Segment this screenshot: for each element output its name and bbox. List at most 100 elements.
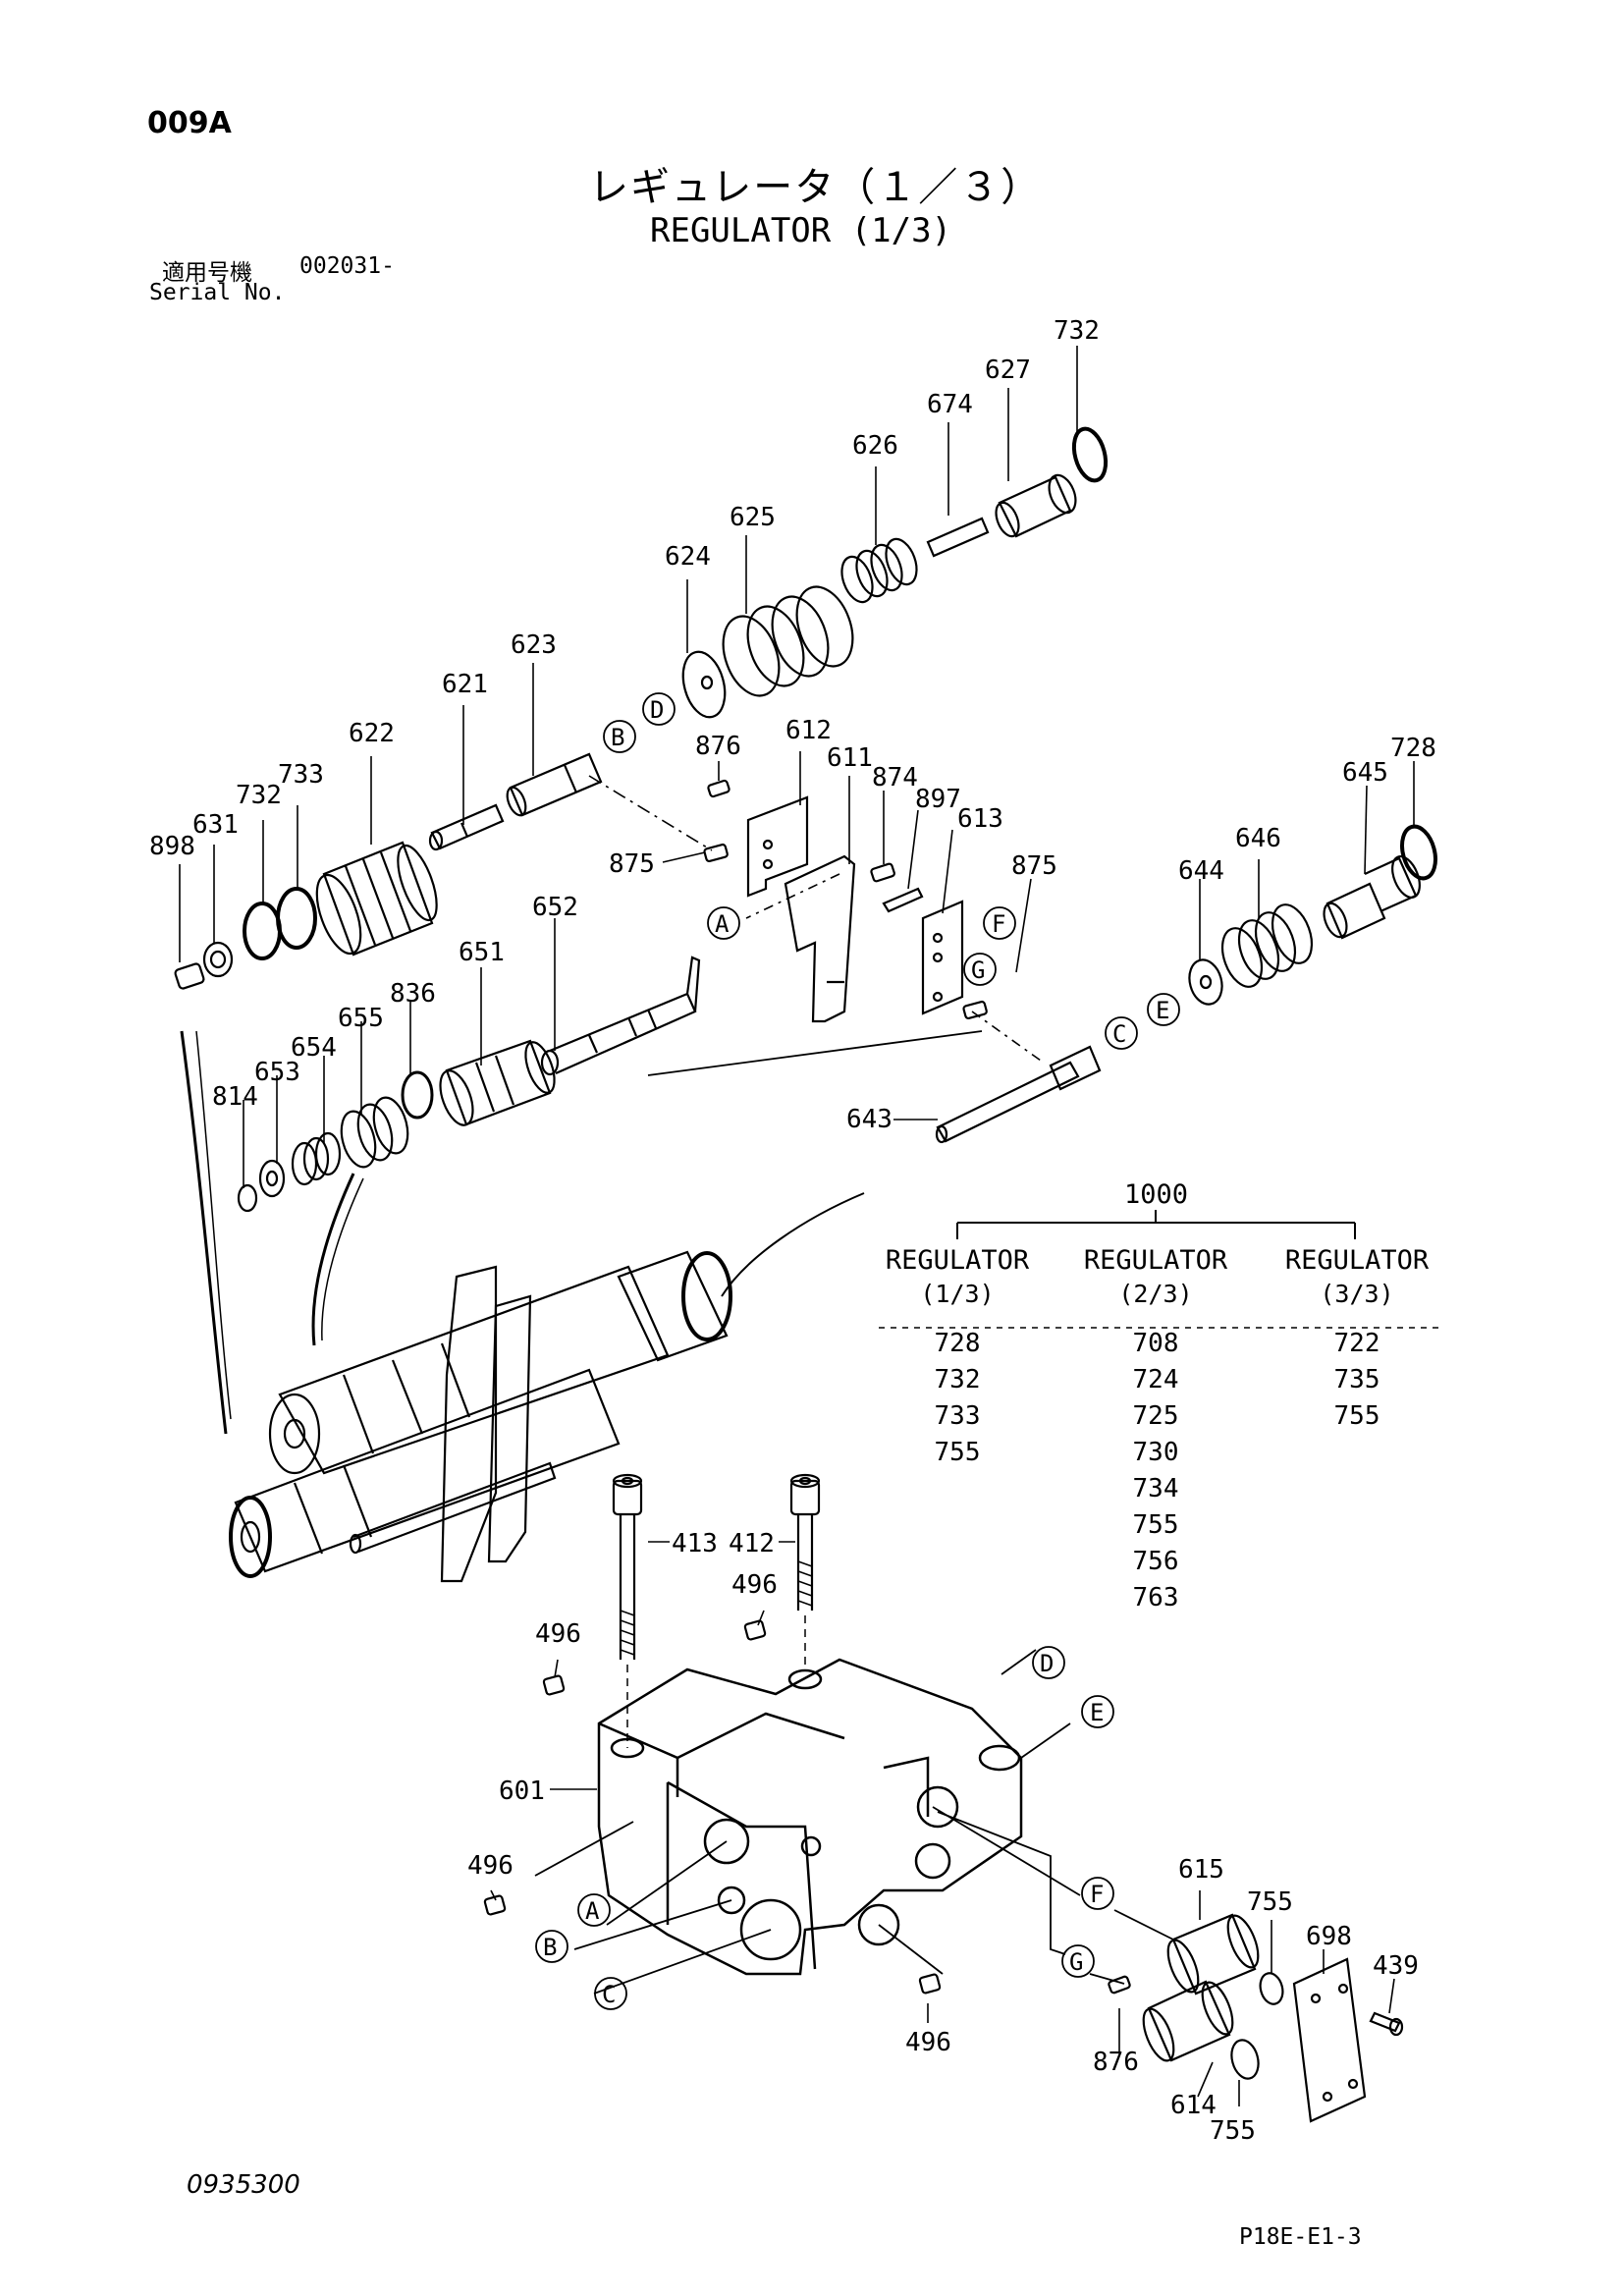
kit-cell: 724 (1132, 1365, 1179, 1394)
part-732-o-ring-top (1071, 426, 1109, 483)
part-496-plug-a (542, 1674, 566, 1696)
svg-text:E: E (1156, 997, 1169, 1024)
part-626-inner-spring (840, 537, 918, 604)
title-english: REGULATOR (1/3) (650, 211, 952, 250)
part-614-plug (1142, 1980, 1234, 2062)
svg-text:G: G (1069, 1948, 1083, 1976)
kit-bracket (879, 1210, 1443, 1329)
callout-698: 698 (1306, 1922, 1352, 1951)
letter-c-upper: C (1105, 1016, 1138, 1050)
connection-lines (534, 1030, 1174, 1995)
callout-728: 728 (1390, 734, 1436, 763)
callout-645: 645 (1342, 758, 1388, 788)
svg-text:A: A (585, 1897, 600, 1925)
part-625-outer-spring (722, 585, 854, 697)
part-624-spring-seat (681, 650, 727, 719)
kit-number: 1000 (1124, 1179, 1188, 1210)
callout-625: 625 (730, 503, 776, 532)
letter-b-upper: B (603, 720, 636, 753)
callout-732: 732 (1054, 316, 1100, 346)
callout-626: 626 (852, 431, 898, 461)
callout-733: 733 (278, 760, 324, 790)
part-655-set-spring (340, 1096, 409, 1169)
part-413-bolt (612, 1473, 643, 1660)
callout-643: 643 (846, 1105, 893, 1134)
letter-f-upper: F (983, 906, 1016, 940)
letter-d-upper: D (642, 692, 676, 726)
kit-cell: 733 (934, 1401, 981, 1431)
callout-755: 755 (1210, 2116, 1256, 2146)
svg-text:A: A (715, 910, 730, 938)
kit-cell: 732 (934, 1365, 981, 1394)
kit-cell: 755 (1333, 1401, 1380, 1431)
callout-653: 653 (254, 1058, 300, 1087)
part-601-casing (597, 1658, 1023, 1976)
kit-column-1-sub: (1/3) (920, 1280, 995, 1308)
part-733-o-ring (276, 887, 317, 950)
kit-cell: 730 (1132, 1438, 1179, 1467)
letter-a-lower: A (577, 1893, 611, 1927)
kit-cell: 708 (1132, 1329, 1179, 1358)
letter-d-lower: D (1032, 1646, 1065, 1679)
part-698-cover (1292, 1957, 1367, 2123)
callout-622: 622 (349, 719, 395, 748)
page-code: 009A (147, 106, 232, 140)
letter-a-upper: A (707, 906, 740, 940)
part-644-spring-seat (1188, 958, 1223, 1006)
callout-614: 614 (1170, 2091, 1217, 2120)
callout-646: 646 (1235, 824, 1281, 853)
letter-e-upper: E (1147, 993, 1180, 1026)
part-652-spool (540, 956, 701, 1076)
assembled-view (180, 1030, 865, 1583)
callout-631: 631 (192, 810, 239, 840)
part-646-pilot-spring (1220, 903, 1314, 988)
callout-412: 412 (729, 1529, 775, 1558)
kit-cell: 728 (934, 1329, 981, 1358)
callout-836: 836 (390, 979, 436, 1009)
part-875-pin-lower (962, 1000, 988, 1020)
kit-column-2-sub: (2/3) (1118, 1280, 1193, 1308)
callout-621: 621 (442, 670, 488, 699)
part-611-feedback-lever (784, 854, 856, 1023)
part-627-adjust-plug (995, 473, 1077, 538)
kit-column-2: REGULATOR (2/3) 708 724 725 730 734 755 … (1072, 1245, 1239, 1616)
letter-g-upper: G (963, 953, 997, 986)
part-613-lever (921, 900, 964, 1015)
part-621-piston (428, 803, 505, 851)
part-876-pin-lower (1108, 1975, 1131, 1995)
callout-numbers: 898 631 732 733 622 621 623 624 625 626 … (149, 316, 1436, 2146)
svg-text:C: C (1112, 1020, 1126, 1048)
svg-text:F: F (1090, 1881, 1104, 1908)
callout-875: 875 (1011, 851, 1057, 881)
part-651-sleeve (439, 1039, 556, 1126)
callout-612: 612 (785, 716, 832, 745)
part-622-sleeve (315, 841, 438, 957)
part-496-plug-d (918, 1973, 942, 1995)
kit-column-1-name: REGULATOR (885, 1245, 1030, 1276)
part-645-stopper (1323, 855, 1421, 940)
kit-cell: 756 (1132, 1547, 1179, 1576)
callout-611: 611 (827, 743, 873, 773)
svg-text:E: E (1090, 1699, 1104, 1726)
kit-column-3-sub: (3/3) (1320, 1280, 1394, 1308)
svg-text:D: D (1040, 1650, 1054, 1677)
svg-text:D: D (650, 696, 664, 724)
callout-601: 601 (499, 1777, 545, 1806)
part-876-pin-upper (707, 779, 730, 798)
part-897-pin (882, 887, 924, 913)
callout-496: 496 (905, 2028, 951, 2057)
leader-lines (179, 346, 1415, 2106)
reference-letters: B D A F G C E D E F G A B C (535, 692, 1180, 2010)
callout-496: 496 (535, 1619, 581, 1649)
serial-label-english: Serial No. (149, 280, 286, 305)
part-836-snap-ring (401, 1070, 434, 1120)
part-615-plug (1166, 1913, 1260, 1995)
callout-655: 655 (338, 1004, 384, 1033)
kit-cell: 722 (1333, 1329, 1380, 1358)
page-reference: P18E-E1-3 (1239, 2224, 1362, 2250)
part-875-pin (703, 843, 729, 863)
callout-413: 413 (672, 1529, 718, 1558)
part-631-collar (202, 941, 234, 978)
callout-814: 814 (212, 1082, 258, 1112)
